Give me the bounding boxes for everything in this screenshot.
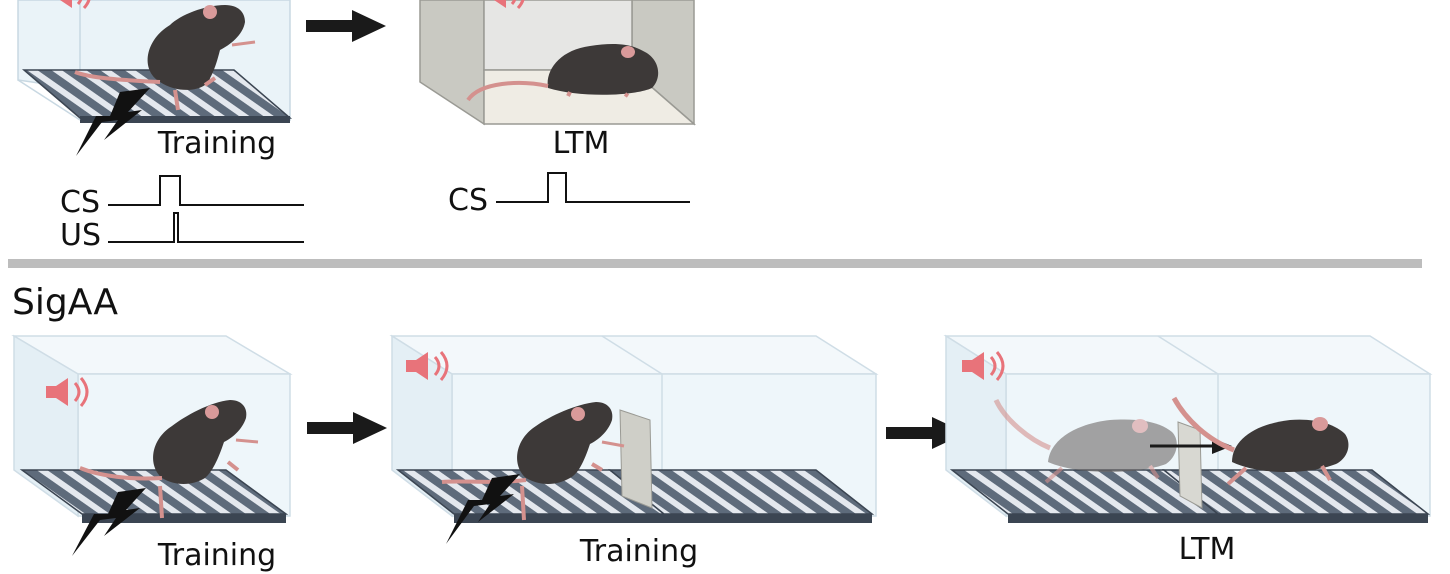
top-training-label: Training bbox=[157, 126, 276, 161]
speaker-icon bbox=[962, 351, 1005, 381]
lightning-bolt-icon bbox=[76, 88, 150, 156]
mouse-icon bbox=[79, 400, 259, 519]
speaker-icon bbox=[406, 351, 449, 381]
mouse-icon bbox=[993, 398, 1177, 484]
sigaa-training-label-2: Training bbox=[579, 534, 698, 569]
speaker-icon bbox=[484, 0, 525, 10]
mouse-icon bbox=[74, 5, 256, 111]
sigaa-training-label-1: Training bbox=[157, 538, 276, 573]
right-arrow-icon bbox=[307, 412, 387, 444]
mouse-icon bbox=[441, 402, 625, 521]
ltm-cs-trace bbox=[496, 172, 690, 203]
speaker-icon bbox=[50, 0, 91, 10]
sigaa-ltm-label: LTM bbox=[1179, 532, 1236, 567]
right-arrow-icon bbox=[306, 10, 386, 42]
top-ltm-label: LTM bbox=[553, 126, 610, 161]
sigaa-training-box-1 bbox=[11, 334, 293, 523]
lightning-bolt-icon bbox=[72, 488, 146, 556]
section-divider bbox=[8, 259, 1422, 268]
lightning-bolt-icon bbox=[446, 474, 520, 544]
cs-trace bbox=[108, 175, 304, 206]
door-partition bbox=[1177, 421, 1203, 509]
us-trace-label: US bbox=[60, 218, 101, 253]
section-title: SigAA bbox=[12, 282, 118, 323]
speaker-icon bbox=[46, 377, 89, 407]
door-partition bbox=[619, 409, 653, 509]
mouse-icon bbox=[466, 44, 659, 102]
us-trace bbox=[108, 212, 304, 243]
ltm-cs-trace-label: CS bbox=[448, 183, 488, 218]
mouse-icon bbox=[1171, 396, 1349, 486]
sigaa-training-box-2 bbox=[389, 334, 879, 523]
cs-trace-label: CS bbox=[60, 185, 100, 220]
